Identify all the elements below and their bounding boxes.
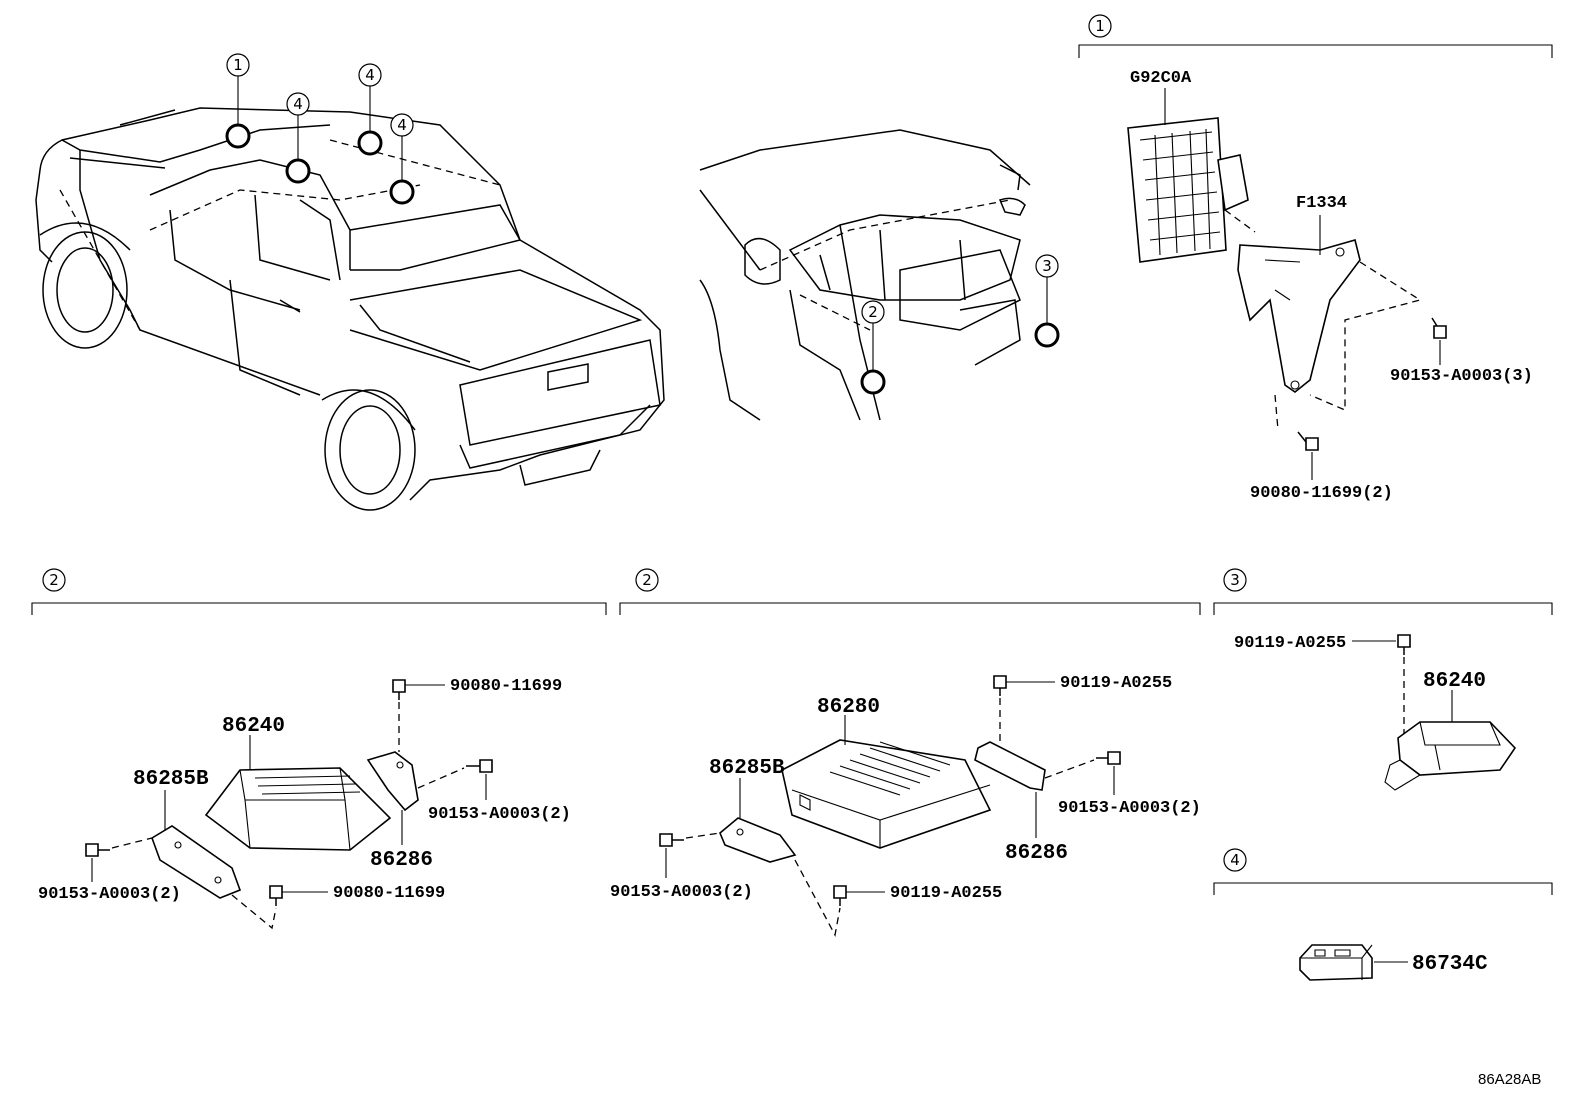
svg-text:4: 4	[397, 116, 407, 134]
section-2-mid-frame: 2	[619, 568, 1201, 615]
bracket-86285b-mid	[719, 817, 797, 863]
svg-text:1: 1	[233, 56, 243, 74]
label-g92c0a: G92C0A	[1130, 69, 1192, 88]
svg-text:2: 2	[49, 571, 59, 589]
bolt-90080-11699-top-left	[392, 679, 406, 700]
location-marker-3	[1034, 322, 1060, 348]
svg-text:2: 2	[868, 303, 878, 321]
label-90080-11699-top-left: 90080-11699	[450, 677, 562, 696]
label-86240-sec3: 86240	[1423, 670, 1486, 693]
bolt-90119-a0255-top-mid	[993, 675, 1007, 696]
amplifier-86280	[781, 739, 992, 849]
svg-text:3: 3	[1042, 257, 1052, 275]
label-90119-a0255-top-mid: 90119-A0255	[1060, 674, 1172, 693]
diagram-code: 86A28AB	[1478, 1071, 1541, 1088]
location-marker-4c	[389, 179, 415, 205]
callout-2-interior: 2	[861, 300, 885, 324]
label-86734c: 86734C	[1412, 953, 1488, 976]
screw-90153-a0003-left-left	[85, 843, 110, 857]
svg-text:4: 4	[293, 95, 303, 113]
label-86286-left: 86286	[370, 849, 433, 872]
junction-block-g92c0a	[1127, 117, 1249, 263]
bracket-f1334	[1237, 239, 1361, 393]
label-86286-mid: 86286	[1005, 842, 1068, 865]
section-4-frame: 4	[1213, 848, 1553, 895]
label-90080-11699-bottom-left: 90080-11699	[333, 884, 445, 903]
section-1-frame: 1	[1078, 14, 1553, 58]
sensor-86240-sec3	[1384, 721, 1517, 791]
bolt-90080-11699-2	[1297, 431, 1319, 451]
truck-illustration	[35, 107, 665, 511]
callout-4c-truck: 4	[390, 113, 414, 137]
label-f1334: F1334	[1296, 194, 1347, 213]
label-90153-a0003-left-mid: 90153-A0003(2)	[610, 883, 753, 902]
label-90153-a0003-left-left: 90153-A0003(2)	[38, 885, 181, 904]
screw-90153-a0003-left-mid	[659, 833, 684, 847]
label-90119-a0255-sec3: 90119-A0255	[1234, 634, 1346, 653]
label-90153-a0003-right-left: 90153-A0003(2)	[428, 805, 571, 824]
callout-1-truck: 1	[226, 53, 250, 77]
section-2-left-frame: 2	[31, 568, 607, 615]
label-86240-left: 86240	[222, 715, 285, 738]
location-marker-4b	[357, 130, 383, 156]
label-86280: 86280	[817, 696, 880, 719]
bolt-90119-a0255-sec3	[1397, 634, 1411, 655]
location-marker-2	[860, 369, 886, 395]
sensor-86734c	[1299, 944, 1373, 981]
callout-3-interior: 3	[1035, 254, 1059, 278]
label-86285b-mid: 86285B	[709, 757, 785, 780]
bracket-86286-mid	[974, 741, 1046, 791]
bolt-90153-a0003-3	[1431, 317, 1447, 339]
svg-text:3: 3	[1230, 571, 1240, 589]
label-90153-a0003-3: 90153-A0003(3)	[1390, 367, 1533, 386]
label-90119-a0255-bottom-mid: 90119-A0255	[890, 884, 1002, 903]
svg-text:4: 4	[365, 66, 375, 84]
callout-4b-truck: 4	[358, 63, 382, 87]
location-marker-1	[225, 123, 251, 149]
label-86285b-left: 86285B	[133, 768, 209, 791]
location-marker-4a	[285, 158, 311, 184]
bolt-90080-11699-bottom-left	[269, 885, 283, 906]
screw-90153-a0003-right-left	[466, 759, 493, 773]
bracket-86286-left	[366, 751, 419, 812]
label-90153-a0003-right-mid: 90153-A0003(2)	[1058, 799, 1201, 818]
section-3-frame: 3	[1213, 568, 1553, 615]
callout-4a-truck: 4	[286, 92, 310, 116]
interior-illustration	[699, 129, 1031, 421]
ecu-86240-left	[204, 767, 392, 851]
screw-90153-a0003-right-mid	[1096, 751, 1121, 765]
svg-text:2: 2	[642, 571, 652, 589]
bolt-90119-a0255-bottom-mid	[833, 885, 847, 906]
bracket-86285b-left	[151, 825, 242, 899]
label-90080-11699-2: 90080-11699(2)	[1250, 484, 1393, 503]
svg-text:1: 1	[1095, 17, 1105, 35]
svg-text:4: 4	[1230, 851, 1240, 869]
